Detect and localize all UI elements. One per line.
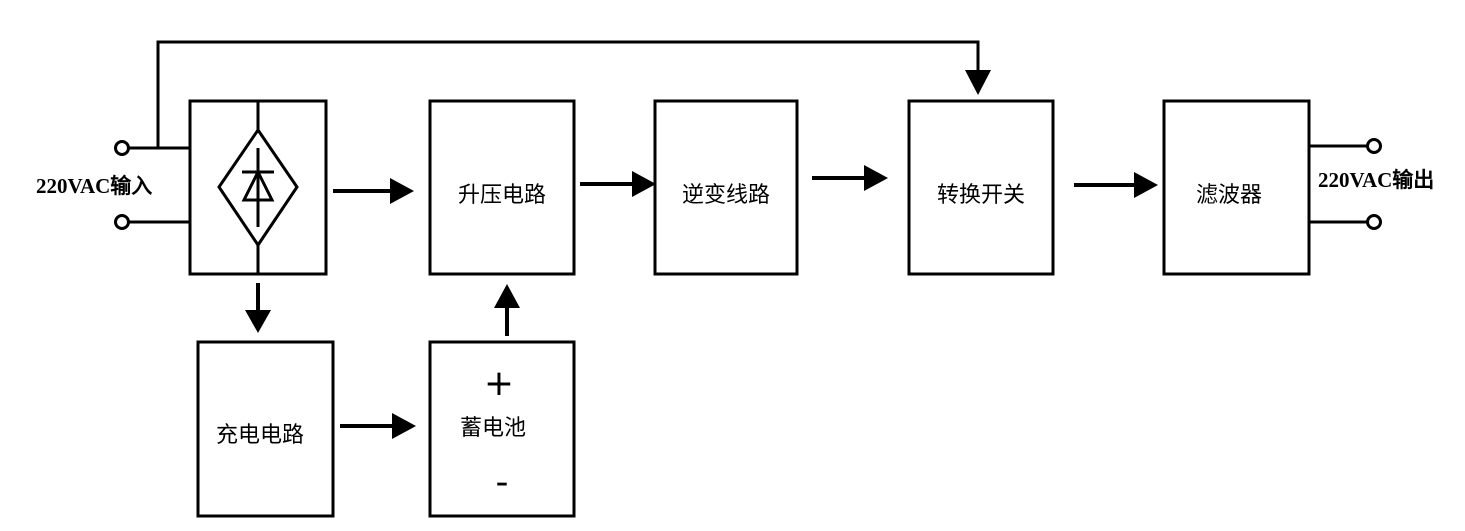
output-terminal-bottom (1366, 214, 1382, 230)
battery-minus-sign: - (496, 462, 509, 503)
arrow-battery-to-boost (494, 284, 520, 336)
charging-circuit-block: 充电电路 (196, 340, 335, 518)
arrow-charger-to-battery (340, 413, 416, 439)
charging-circuit-label: 充电电路 (216, 423, 304, 448)
arrow-boost-to-inverter (580, 171, 656, 197)
inverter-block: 逆变线路 (653, 99, 799, 276)
input-terminal-bottom (114, 214, 130, 230)
transfer-switch-label: 转换开关 (937, 183, 1025, 208)
diode-icon (241, 168, 275, 202)
bypass-line (156, 40, 991, 148)
output-terminals (1309, 138, 1382, 230)
arrow-rectifier-to-boost (333, 178, 414, 204)
bypass-arrowhead (965, 70, 991, 95)
boost-circuit-block: 升压电路 (428, 99, 576, 276)
input-terminals (114, 140, 190, 230)
output-label: 220VAC输出 (1318, 168, 1434, 192)
filter-block: 滤波器 (1162, 99, 1311, 276)
output-terminal-top (1366, 138, 1382, 154)
boost-circuit-label: 升压电路 (458, 183, 546, 208)
input-terminal-top (114, 140, 130, 156)
transfer-switch-block: 转换开关 (907, 99, 1055, 276)
input-label: 220VAC输入 (36, 174, 152, 198)
arrow-inverter-to-switch (812, 165, 888, 191)
arrow-switch-to-filter (1074, 172, 1158, 198)
rectifier-block (188, 99, 328, 276)
filter-label: 滤波器 (1196, 183, 1262, 208)
battery-plus-sign: + (484, 363, 514, 404)
inverter-label: 逆变线路 (682, 183, 770, 208)
battery-label: 蓄电池 (460, 416, 526, 441)
battery-block: + 蓄电池 - (428, 340, 576, 518)
arrow-rectifier-to-charger (245, 283, 271, 333)
